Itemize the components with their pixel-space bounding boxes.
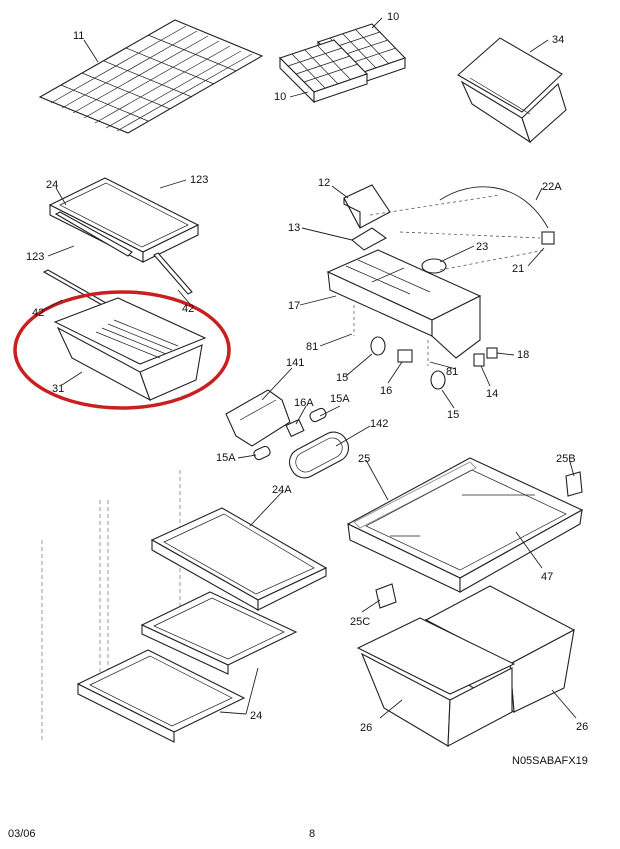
label-12: 12 xyxy=(318,177,330,189)
part-15A-bulbs[interactable] xyxy=(253,407,328,461)
label-16: 16 xyxy=(380,385,392,397)
part-14-lamp-switch[interactable] xyxy=(473,353,485,367)
label-25C: 25C xyxy=(350,616,370,628)
label-24-bottom: 24 xyxy=(250,710,262,722)
label-123-top: 123 xyxy=(190,174,208,186)
part-12-ice-chute[interactable] xyxy=(343,184,391,229)
label-31: 31 xyxy=(52,383,64,395)
part-31-crisper-drawer[interactable] xyxy=(53,297,207,402)
part-17-control-housing[interactable] xyxy=(326,249,482,359)
part-81-screws[interactable] xyxy=(353,305,429,366)
label-16A: 16A xyxy=(294,397,314,409)
part-24-glass-shelf-lower[interactable] xyxy=(76,649,246,743)
part-25C-bracket[interactable] xyxy=(375,583,397,609)
label-142: 142 xyxy=(370,418,388,430)
label-23: 23 xyxy=(476,241,488,253)
part-25-shelf-frame[interactable] xyxy=(346,457,584,593)
label-34: 34 xyxy=(552,34,564,46)
part-47-shelf-glass[interactable] xyxy=(365,469,567,571)
leader-lines xyxy=(43,17,577,719)
part-11-wire-shelf[interactable] xyxy=(38,19,264,134)
label-141: 141 xyxy=(286,357,304,369)
part-141-light-housing[interactable] xyxy=(225,389,291,447)
label-10-bottom: 10 xyxy=(274,91,286,103)
part-10-ice-trays[interactable] xyxy=(278,23,407,104)
label-21: 21 xyxy=(512,263,524,275)
part-142-light-lens[interactable] xyxy=(285,427,354,483)
label-42-left: 42 xyxy=(32,307,44,319)
part-123-shelf-bracket[interactable] xyxy=(54,211,193,295)
part-15-lamp-bulb-right[interactable] xyxy=(430,370,446,390)
label-42-right: 42 xyxy=(182,303,194,315)
label-15A-top: 15A xyxy=(330,393,350,405)
part-24A-glass-shelf[interactable] xyxy=(150,507,328,611)
highlight-circle xyxy=(13,290,231,410)
label-18: 18 xyxy=(517,349,529,361)
diagram-code: N05SABAFX19 xyxy=(512,755,588,767)
part-21-connector[interactable] xyxy=(541,231,555,245)
label-11: 11 xyxy=(73,30,84,42)
label-81-left: 81 xyxy=(306,341,318,353)
label-22A: 22A xyxy=(542,181,562,193)
assembly-line-upper xyxy=(369,194,546,271)
part-25B-bracket[interactable] xyxy=(565,471,583,497)
part-24-glass-shelf-middle[interactable] xyxy=(140,591,298,675)
label-25: 25 xyxy=(358,453,370,465)
label-10-top: 10 xyxy=(387,11,399,23)
label-15-left: 15 xyxy=(336,372,348,384)
label-123-bottom: 123 xyxy=(26,251,44,263)
label-25B: 25B xyxy=(556,453,576,465)
label-81-right: 81 xyxy=(446,366,458,378)
label-26-left: 26 xyxy=(360,722,372,734)
footer-date: 03/06 xyxy=(8,828,36,840)
label-14: 14 xyxy=(486,388,498,400)
label-15-right: 15 xyxy=(447,409,459,421)
part-13-damper[interactable] xyxy=(351,227,388,251)
footer-page-number: 8 xyxy=(309,828,316,840)
label-26-right: 26 xyxy=(576,721,588,733)
label-24-top: 24 xyxy=(46,179,58,191)
part-15-lamp-bulb-left[interactable] xyxy=(370,336,386,356)
label-17: 17 xyxy=(288,300,300,312)
part-22A-wire-harness[interactable] xyxy=(439,186,549,229)
label-24A: 24A xyxy=(272,484,292,496)
part-labels: 11 10 10 34 24 123 123 42 42 31 12 13 22… xyxy=(26,11,588,734)
label-13: 13 xyxy=(288,222,300,234)
label-47: 47 xyxy=(541,571,553,583)
part-23-thermostat[interactable] xyxy=(421,258,447,274)
part-26-crisper-bin-left[interactable] xyxy=(356,617,516,747)
part-34-bin[interactable] xyxy=(457,37,567,144)
part-16-lamp-socket[interactable] xyxy=(397,349,413,363)
part-16A-socket[interactable] xyxy=(285,418,305,438)
part-18-clip[interactable] xyxy=(486,347,498,359)
label-15A-bottom: 15A xyxy=(216,452,236,464)
